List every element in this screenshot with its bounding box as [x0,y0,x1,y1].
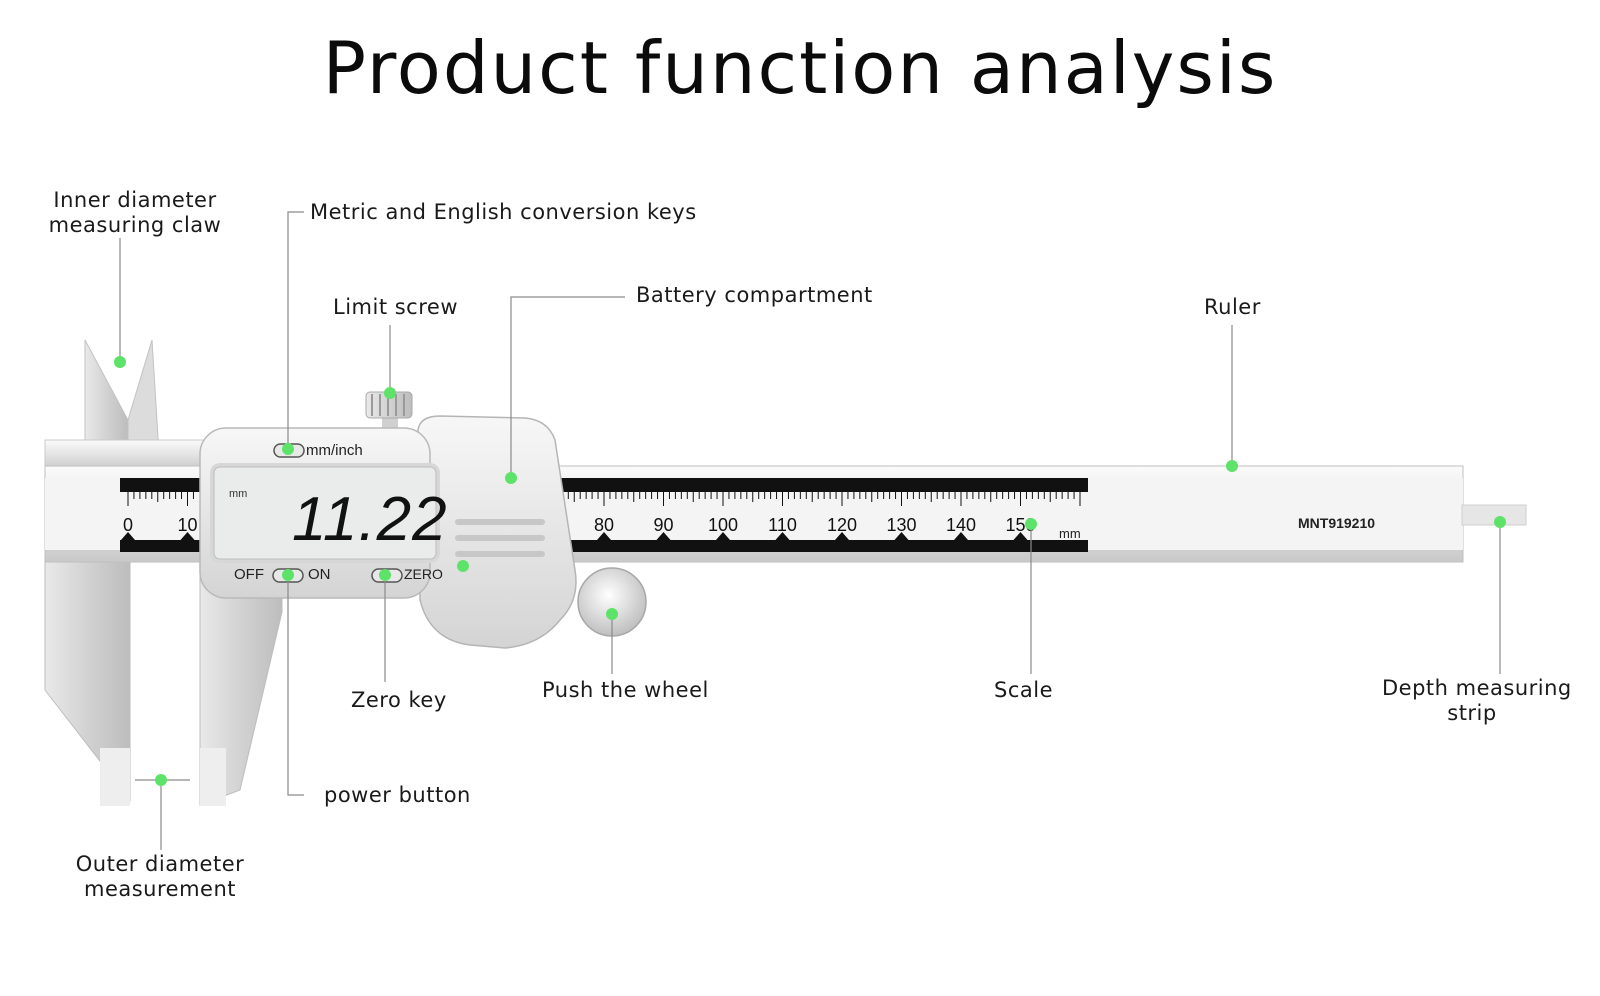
label-outer-measure-line1: Outer diameter [75,852,245,876]
label-limit-screw: Limit screw [333,295,458,319]
lcd-unit: mm [229,488,247,500]
label-inner-claw: Inner diameter measuring claw [40,188,230,238]
leader-lines [119,211,1501,850]
zero-key-label: ZERO [404,566,443,582]
scale-tick-label: 110 [768,515,797,535]
scale-ticks-right [567,492,1081,506]
callout-marker [282,443,294,455]
callout-marker [1494,516,1506,528]
scale-notch [121,532,135,540]
label-depth-strip-line1: Depth measuring [1382,676,1572,700]
label-ruler: Ruler [1204,295,1261,319]
label-scale: Scale [994,678,1053,702]
scale-ticks-left [127,492,194,506]
label-depth-strip-line2: strip [1447,701,1497,725]
scale-notch [656,532,671,540]
callout-marker [1025,518,1037,530]
off-label: OFF [234,566,264,583]
scale-tick-label: 120 [827,515,857,535]
label-depth-strip: Depth measuring strip [1382,676,1572,726]
callout-marker [114,356,126,368]
scale-tick-label: 130 [886,515,916,535]
label-inner-claw-line2: measuring claw [48,213,222,237]
callout-marker [606,608,618,620]
label-push-wheel: Push the wheel [542,678,709,702]
label-conversion-keys: Metric and English conversion keys [310,200,697,224]
scale-tick-label: 10 [177,515,197,535]
lcd-reading: 11.22 [292,485,448,554]
scale-notch [1013,532,1028,540]
callout-marker [1226,460,1238,472]
on-label: ON [308,566,331,583]
depth-strip [1461,504,1527,526]
page-title: Product function analysis [322,26,1278,110]
callout-marker [379,569,391,581]
callout-marker [282,569,294,581]
callout-marker [505,472,517,484]
scale-tick-label: 140 [946,515,976,535]
mm-inch-key-label: mm/inch [306,442,363,459]
scale-tick-label: 90 [653,515,673,535]
scale-notch [180,532,195,540]
label-outer-measure: Outer diameter measurement [70,852,250,902]
label-zero-key: Zero key [351,688,447,712]
scale-notch [894,532,909,540]
scale-notch [716,532,730,540]
scale-tick-label: 0 [123,515,133,535]
scale-notch [954,532,968,540]
callout-marker [155,774,167,786]
callout-marker [457,560,469,572]
scale-notch [775,532,790,540]
scale-tick-label: 100 [708,515,738,535]
lcd-screen [213,466,437,560]
scale-notch [597,532,611,540]
model-number: MNT919210 [1298,515,1375,531]
callout-marker [384,387,396,399]
label-battery: Battery compartment [636,283,873,307]
inner-claw [44,339,206,471]
outer-jaw [44,547,283,806]
label-inner-claw-line1: Inner diameter [53,188,217,212]
label-outer-measure-line2: measurement [83,877,236,901]
label-power-button: power button [324,783,471,807]
scale-tick-label: 80 [594,515,614,535]
scale-unit: mm [1059,526,1081,541]
slider-body [199,415,577,649]
scale-notch [835,532,849,540]
callout-markers [114,356,1506,786]
